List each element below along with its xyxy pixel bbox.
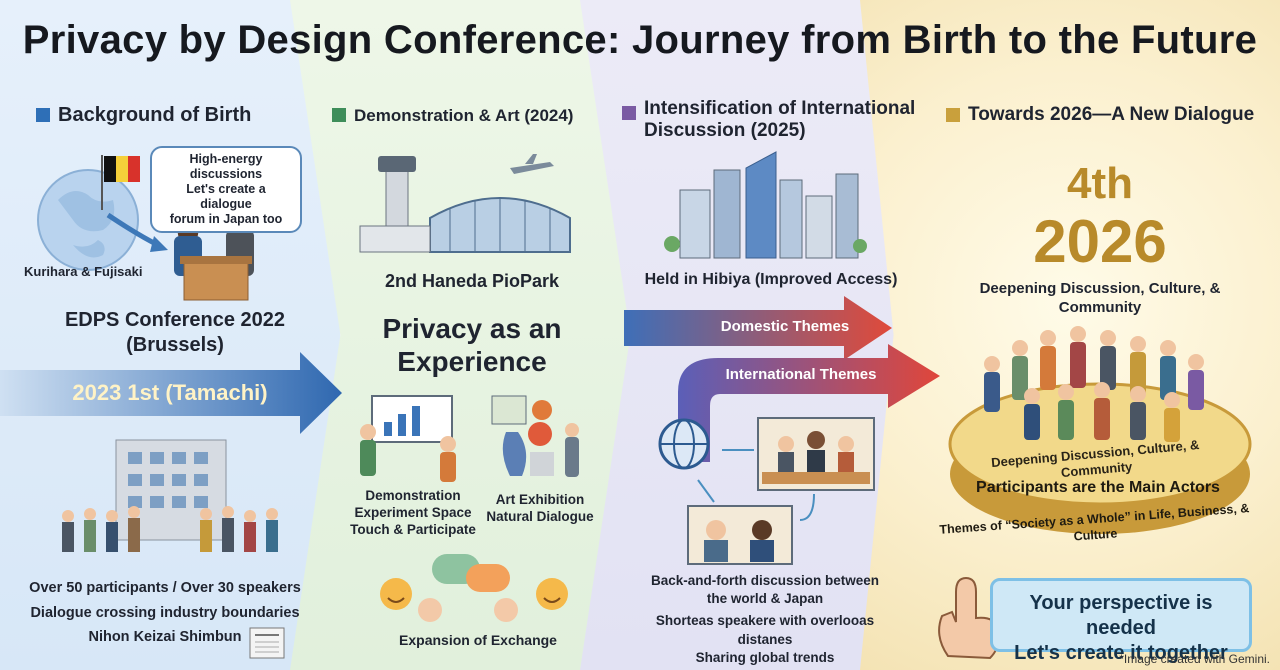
smile-icon bbox=[380, 578, 412, 610]
first-edition-label: 2023 1st (Tamachi) bbox=[72, 380, 268, 405]
edition-label: 4th bbox=[1067, 159, 1133, 208]
bubble-line: forum in Japan too bbox=[169, 212, 283, 226]
venue-2025: Held in Hibiya (Improved Access) bbox=[644, 271, 898, 288]
bullet-square-icon bbox=[622, 106, 636, 120]
caption-line: the world & Japan bbox=[706, 591, 824, 607]
international-themes-label: International Themes bbox=[725, 366, 877, 383]
page-title: Privacy by Design Conference: Journey fr… bbox=[22, 18, 1258, 62]
section-heading-line: Discussion (2025) bbox=[644, 119, 806, 141]
tagline-line: Experience bbox=[397, 346, 547, 378]
edition-subtitle: Deepening Discussion, Culture, & Communi… bbox=[979, 280, 1221, 316]
panel-background-birth bbox=[0, 0, 340, 670]
bullet-square-icon bbox=[36, 108, 50, 122]
art-illustration bbox=[491, 395, 579, 477]
international-themes-arrow bbox=[678, 344, 940, 462]
edps-event-label: EDPS Conference 2022 (Brussels) bbox=[40, 308, 310, 358]
belgium-flag-icon bbox=[104, 156, 116, 182]
fact-item: Dialogue crossing industry boundaries bbox=[30, 604, 300, 621]
art-caption: Art Exhibition Natural Dialogue bbox=[484, 492, 596, 526]
section-heading-2024: Demonstration & Art (2024) bbox=[332, 106, 573, 126]
fact-item: Over 50 participants / Over 30 speakers bbox=[29, 580, 301, 596]
caption-line: Shorteas speakere with overlooas distane… bbox=[655, 613, 875, 647]
bullet-square-icon bbox=[946, 108, 960, 122]
demo-caption: Demonstration Experiment Space Touch & P… bbox=[342, 488, 484, 539]
cta-line: Let's create it together bbox=[1014, 642, 1228, 664]
section-heading-birth: Background of Birth bbox=[36, 104, 251, 127]
global-dialogue-illustration bbox=[658, 417, 875, 565]
crowd-icon bbox=[62, 506, 278, 552]
speech-bubble: High-energy discussions Let's create a d… bbox=[150, 146, 302, 233]
first-edition-arrow bbox=[0, 352, 342, 434]
video-call-icon bbox=[687, 505, 793, 565]
cta-line: Your perspective is needed bbox=[1029, 592, 1213, 639]
section-heading-text: Towards 2026—A New Dialogue bbox=[968, 104, 1255, 125]
section-heading-2026: Towards 2026—A New Dialogue bbox=[946, 104, 1254, 126]
airplane-icon bbox=[510, 154, 554, 174]
exchange-illustration bbox=[380, 554, 568, 622]
demo-illustration bbox=[360, 395, 456, 482]
bubble-line: High-energy discussions bbox=[189, 152, 263, 181]
call-to-action-box: Your perspective is needed Let's create … bbox=[990, 578, 1252, 664]
bullet-square-icon bbox=[332, 108, 346, 122]
painting-icon bbox=[491, 395, 527, 425]
exchange-caption: Expansion of Exchange bbox=[399, 632, 557, 648]
section-heading-2025: Intensification of International Discuss… bbox=[622, 98, 915, 142]
event-line: EDPS Conference 2022 bbox=[64, 309, 286, 331]
caption-line: Back-and-forth discussion between bbox=[650, 573, 880, 588]
caption-line: Art Exhibition bbox=[495, 492, 585, 507]
image-credit: *Image created with Gemini. bbox=[1119, 652, 1270, 666]
tagline-2024: Privacy as an Experience bbox=[348, 312, 596, 378]
caption-line: Demonstration bbox=[365, 488, 461, 503]
fact-item: Nihon Keizai Shimbun bbox=[88, 629, 242, 646]
newspaper-icon bbox=[249, 627, 285, 659]
venue-2024: 2nd Haneda PioPark bbox=[384, 271, 560, 291]
panel-background-2026 bbox=[860, 0, 1280, 670]
hibiya-skyline-illustration bbox=[664, 151, 867, 259]
founders-label: Kurihara & Fujisaki bbox=[24, 264, 143, 279]
stage-line-participants: Participants are the Main Actors bbox=[976, 479, 1220, 496]
tagline-line: Privacy as an bbox=[382, 313, 562, 344]
building-icon bbox=[679, 189, 711, 259]
caption-line: Experiment Space bbox=[354, 504, 472, 520]
section-heading-line: Intensification of International bbox=[644, 98, 916, 119]
tree-icon bbox=[664, 236, 680, 252]
birth-illustration bbox=[37, 155, 254, 301]
caption-line: Touch & Participate bbox=[350, 521, 476, 537]
airport-illustration bbox=[359, 154, 571, 253]
community-stage-illustration bbox=[948, 326, 1252, 534]
domestic-themes-arrow bbox=[624, 296, 892, 360]
caption-line: Sharing global trends bbox=[695, 649, 835, 665]
first-edition-facts: Over 50 participants / Over 30 speakers … bbox=[20, 576, 310, 650]
domestic-themes-label: Domestic Themes bbox=[720, 318, 850, 335]
event-line: (Brussels) bbox=[126, 334, 224, 356]
tamachi-illustration bbox=[62, 439, 278, 552]
section-heading-text: Demonstration & Art (2024) bbox=[354, 106, 574, 125]
edition-year: 2026 bbox=[1033, 208, 1167, 275]
bubble-line: Let's create a dialogue bbox=[186, 182, 266, 211]
people-group-icon bbox=[984, 326, 1204, 442]
international-captions: Back-and-forth discussion between the wo… bbox=[630, 572, 900, 667]
sculpture-icon bbox=[502, 432, 527, 476]
caption-line: Natural Dialogue bbox=[486, 508, 594, 524]
section-heading-text: Background of Birth bbox=[58, 104, 252, 126]
